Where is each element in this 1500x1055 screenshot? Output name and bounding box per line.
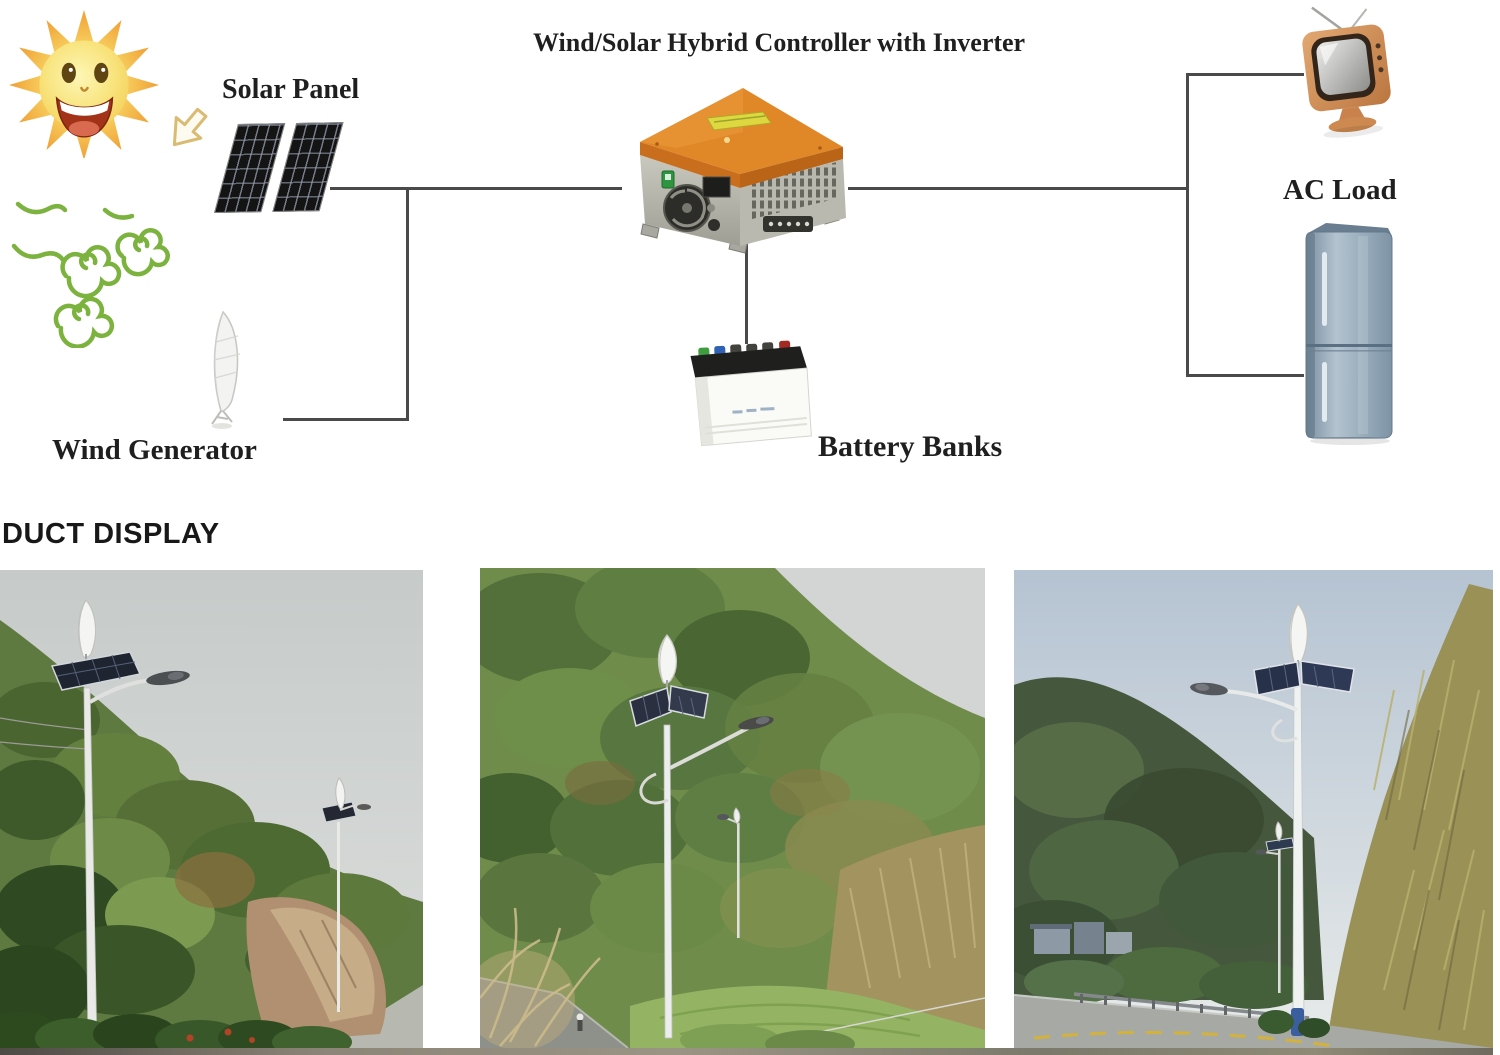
ac-load-label: AC Load [1283, 174, 1397, 206]
next-row-photo-edge [0, 1048, 1493, 1055]
hybrid-controller-image [640, 88, 846, 254]
wire-junction-vertical [406, 187, 409, 421]
refrigerator-icon [1305, 223, 1393, 445]
wind-generator-icon [211, 310, 241, 429]
wire-controller-to-battery [745, 242, 748, 344]
tv-icon [1302, 6, 1391, 138]
wire-to-fridge [1186, 374, 1304, 377]
background-street-light [321, 777, 371, 1012]
solar-panel-module [272, 122, 344, 212]
battery-banks-label: Battery Banks [818, 430, 1003, 463]
solar-panel-icon [214, 122, 344, 213]
background-street-light [717, 807, 741, 938]
solar-panel-label: Solar Panel [222, 74, 360, 105]
wire-controller-to-acload [848, 187, 1188, 190]
controller-title: Wind/Solar Hybrid Controller with Invert… [533, 28, 1026, 57]
main-street-light [629, 633, 774, 1039]
product-display-heading: DUCT DISPLAY [2, 518, 220, 550]
wind-gusts-icon [11, 201, 170, 348]
main-street-light [1190, 602, 1355, 1036]
distant-buildings [1030, 922, 1132, 954]
battery-image [690, 340, 812, 447]
wire-acload-vertical [1186, 73, 1189, 377]
wire-solar-to-controller [330, 187, 622, 190]
wire-to-tv [1186, 73, 1304, 76]
background-street-light [1255, 821, 1295, 993]
sun-icon [9, 10, 159, 158]
wind-generator-label: Wind Generator [52, 434, 257, 466]
main-street-light [50, 598, 190, 1048]
product-photo-forest-mountain [480, 568, 985, 1048]
wire-wind-to-junction [283, 418, 409, 421]
product-photo-road-grass-slope [1014, 570, 1493, 1048]
sunray-arrow-icon [172, 107, 208, 147]
product-photo-hillside-rock [0, 570, 423, 1048]
